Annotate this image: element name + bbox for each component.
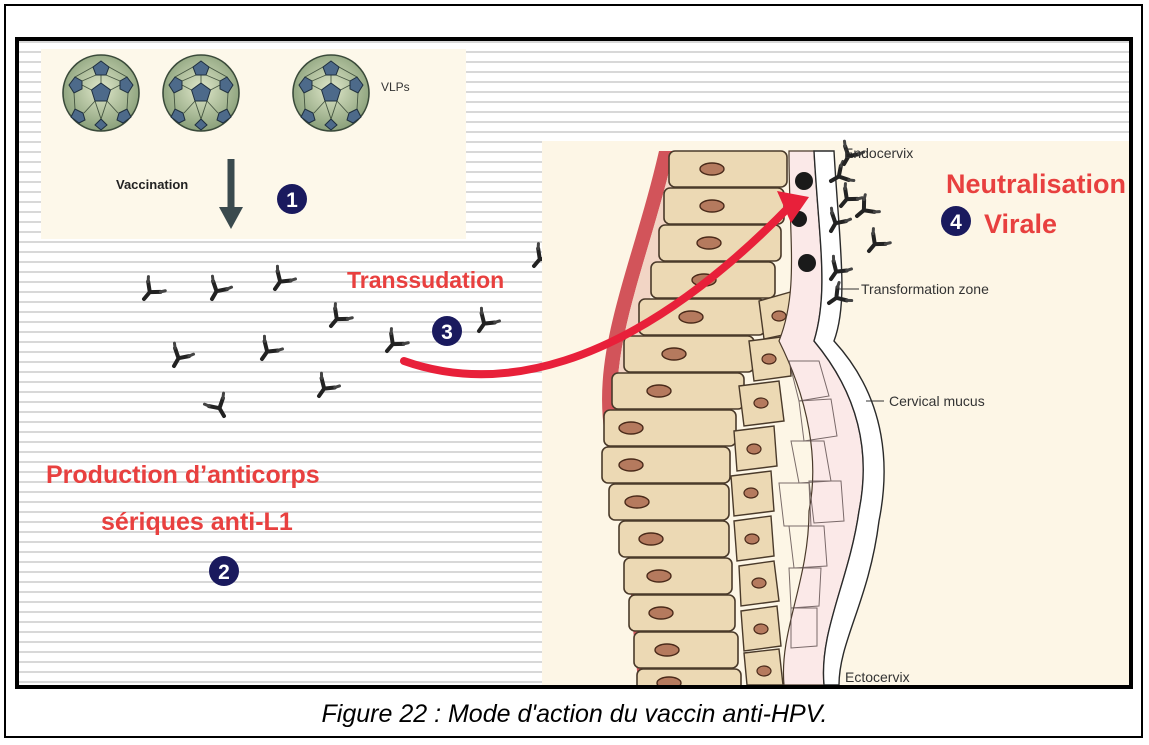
production-label-line2: sériques anti-L1 — [101, 508, 293, 536]
ectocervix-label: Ectocervix — [845, 669, 910, 685]
neutralisation-label-line2: Virale — [984, 209, 1057, 239]
svg-text:4: 4 — [950, 211, 962, 234]
production-label-line1: Production d’anticorps — [46, 461, 320, 489]
svg-text:2: 2 — [218, 561, 230, 584]
diagram-panel: VLPs Vaccination 1 Transsudation 3 Produ… — [15, 37, 1133, 689]
vlp-particle-icon — [63, 55, 139, 131]
vaccination-label: Vaccination — [116, 177, 188, 192]
transformation-zone-label: Transformation zone — [861, 281, 989, 297]
vlps-label: VLPs — [381, 80, 410, 94]
step-badge-1: 1 — [277, 184, 307, 214]
step-badge-4: 4 — [941, 206, 971, 236]
figure-caption: Figure 22 : Mode d'action du vaccin anti… — [0, 700, 1149, 729]
step-badge-3: 3 — [432, 316, 462, 346]
transsudation-label: Transsudation — [347, 267, 504, 293]
vlp-particle-icon — [163, 55, 239, 131]
neutralisation-label-line1: Neutralisation — [946, 169, 1126, 199]
cervical-mucus-label: Cervical mucus — [889, 393, 985, 409]
svg-text:3: 3 — [441, 321, 453, 344]
step-badge-2: 2 — [209, 556, 239, 586]
svg-text:1: 1 — [286, 189, 298, 212]
cervical-epithelium — [602, 141, 890, 685]
vlp-particle-icon — [293, 55, 369, 131]
endocervix-label: Endocervix — [844, 145, 913, 161]
